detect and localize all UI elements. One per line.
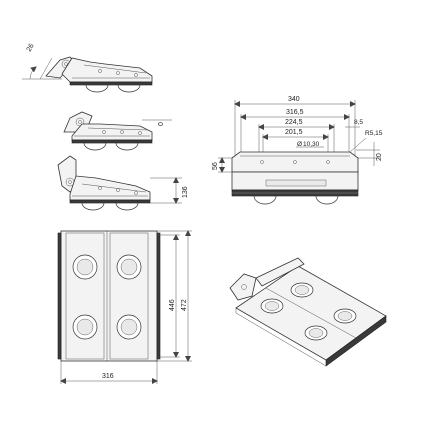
width-316-5-label: 316,5 xyxy=(286,109,304,116)
lens-dome xyxy=(83,142,107,151)
housing-edge xyxy=(87,127,149,131)
fin-hole xyxy=(134,73,138,77)
iso-lens-glass xyxy=(337,311,353,321)
lens-dome xyxy=(315,195,339,205)
heatsink-base xyxy=(71,139,153,144)
fin-hole xyxy=(293,160,297,164)
width-224-5-label: 224,5 xyxy=(285,119,303,126)
front-view: 340 316,5 224,5 201,5 Ø 10,30 8,5 R5,15 … xyxy=(212,96,383,205)
lens-dome xyxy=(85,84,109,93)
bracket-bolt xyxy=(78,120,82,124)
iso-housing-edge xyxy=(235,308,327,367)
side-view-level: 0 xyxy=(63,111,172,151)
lens-dome xyxy=(115,142,139,151)
slot-label: 10,30 xyxy=(303,141,320,148)
height-20-label: 20 xyxy=(376,153,383,161)
lens-glass xyxy=(120,258,138,276)
heatsink-base xyxy=(69,81,153,86)
fin-hole xyxy=(98,186,102,190)
width-201-5-label: 201,5 xyxy=(285,129,303,136)
width-340-label: 340 xyxy=(288,96,300,103)
angle-label: 26 xyxy=(26,43,36,53)
fin-hole xyxy=(102,130,106,134)
dim-8-5-label: 8,5 xyxy=(354,119,363,126)
fin-hole xyxy=(120,130,124,134)
lens-glass xyxy=(120,318,138,336)
lens-glass xyxy=(76,318,94,336)
heatsink-base xyxy=(69,199,151,204)
angle-arc xyxy=(29,66,37,80)
side-rail-left xyxy=(57,232,62,360)
driver-window xyxy=(265,179,327,187)
fixture-housing xyxy=(71,123,153,141)
isometric-view xyxy=(229,257,387,367)
iso-lens-glass xyxy=(308,328,324,338)
fin-hole xyxy=(134,191,138,195)
height-136-label: 136 xyxy=(182,186,189,198)
length-472-label: 472 xyxy=(181,299,188,311)
lens-dome xyxy=(117,84,141,93)
module-right xyxy=(109,232,149,360)
fixture-housing xyxy=(61,57,153,83)
housing-edge xyxy=(83,64,147,74)
iso-center-divider xyxy=(265,287,357,339)
iso-bracket-bolt xyxy=(241,284,247,290)
top-view: 446 472 316 xyxy=(57,230,192,384)
height-56-label: 56 xyxy=(212,162,219,170)
bracket-bolt xyxy=(68,180,72,184)
iso-bracket-arm xyxy=(255,257,305,287)
width-316-label: 316 xyxy=(102,373,114,380)
slot-symbol: Ø xyxy=(297,141,302,148)
fixture-housing xyxy=(69,175,151,201)
side-rail-right xyxy=(156,232,161,360)
fin-hole xyxy=(326,160,330,164)
fin-hole xyxy=(98,69,102,73)
fin-hole xyxy=(116,188,120,192)
bracket-bolt xyxy=(64,62,68,66)
module-left xyxy=(65,232,105,360)
fin-hole xyxy=(116,71,120,75)
iso-housing-side xyxy=(325,315,387,367)
lens-dome xyxy=(253,195,277,205)
zero-angle-label: 0 xyxy=(158,122,165,126)
length-446-label: 446 xyxy=(169,299,176,311)
fin-hole xyxy=(138,131,142,135)
side-view-tilted: 26 xyxy=(22,43,153,93)
iso-lens-glass xyxy=(264,301,280,311)
radius-label: R5,15 xyxy=(365,130,383,137)
lens-dome xyxy=(81,202,105,211)
iso-lens-glass xyxy=(294,285,310,295)
angle-ray xyxy=(39,57,53,80)
fin-hole xyxy=(260,160,264,164)
front-housing xyxy=(231,151,359,173)
radius-leader xyxy=(349,137,367,153)
housing-edge xyxy=(81,183,147,193)
lens-dome xyxy=(115,202,139,211)
lens-glass xyxy=(76,258,94,276)
top-housing xyxy=(60,230,158,362)
iso-mount-bracket xyxy=(229,273,257,301)
side-view-max-tilt: 136 xyxy=(57,155,189,211)
